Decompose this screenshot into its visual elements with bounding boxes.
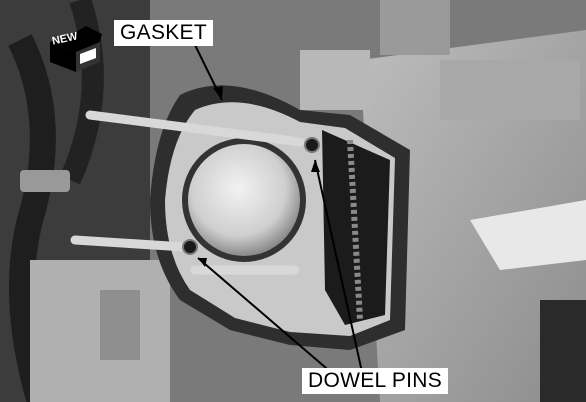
hose-clamp [20,170,70,192]
gasket-callout: GASKET [114,20,213,46]
crankcase [360,30,586,402]
right-edge-part [540,300,586,402]
new-part-box-icon: NEW [46,24,104,74]
hose-2 [59,0,104,185]
dowel-pin-upper [304,137,320,153]
dowel-pins-callout: DOWEL PINS [302,368,449,394]
piston [188,144,300,256]
dowel-pin-lower [182,239,198,255]
cam-chain [347,139,363,321]
top-boss [300,50,370,110]
top-bracket [380,0,450,55]
leader-arrow-dowel-upper [311,160,320,172]
lower-left-boss [100,290,140,360]
case-boss [440,60,580,120]
hose [8,34,56,402]
case-highlight [470,200,586,270]
leader-arrow-dowel-lower [198,258,207,267]
leader-arrow-gasket [213,86,223,100]
